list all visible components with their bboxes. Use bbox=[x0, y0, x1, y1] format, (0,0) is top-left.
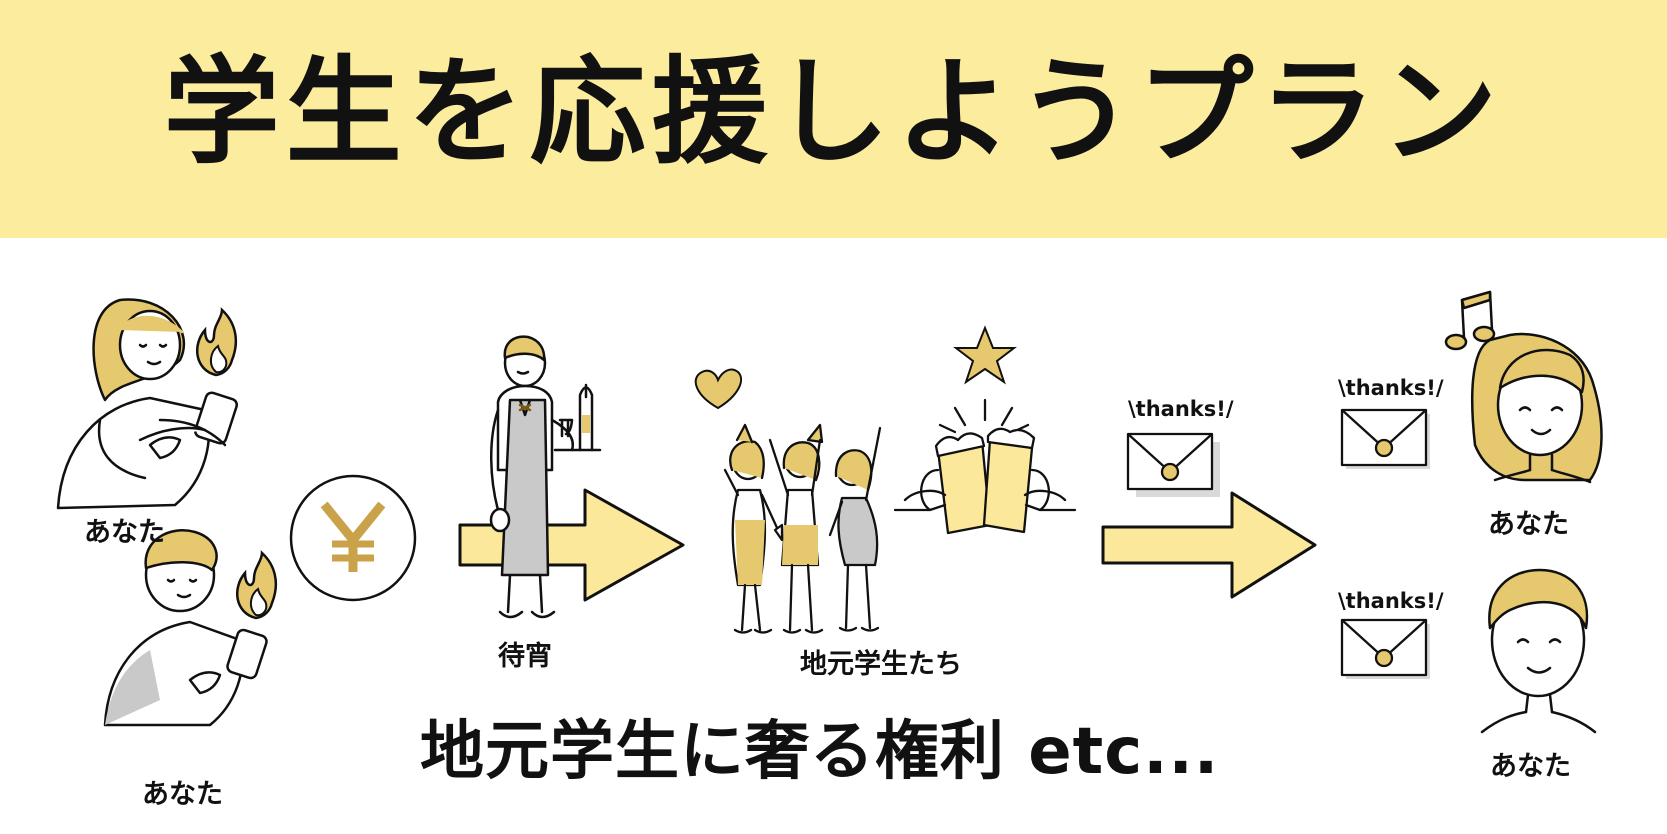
flame-icon bbox=[196, 307, 238, 377]
flow-arrow bbox=[1101, 491, 1317, 599]
yen-coin-icon bbox=[289, 474, 417, 602]
banner-title: 学生を応援しようプラン bbox=[163, 45, 1504, 180]
label-waiter: 待宵 bbox=[498, 641, 552, 672]
woman-with-phone-illustration bbox=[56, 298, 239, 510]
title-banner bbox=[0, 0, 1667, 238]
label-you-bottom-right: あなた bbox=[1490, 751, 1571, 782]
man-portrait-illustration bbox=[1480, 568, 1597, 734]
music-note-icon bbox=[1444, 290, 1496, 351]
students-dancing-illustration bbox=[723, 423, 882, 634]
flame-icon bbox=[236, 550, 278, 620]
thanks-text-center: \thanks!/ bbox=[1128, 397, 1234, 421]
envelope-icon bbox=[1126, 432, 1220, 497]
flow-arrow bbox=[458, 488, 685, 602]
label-students: 地元学生たち bbox=[800, 649, 962, 680]
thanks-text-right-top: \thanks!/ bbox=[1338, 376, 1444, 400]
man-with-phone-illustration bbox=[103, 529, 268, 727]
label-you-top-right: あなた bbox=[1488, 509, 1569, 540]
woman-portrait-illustration bbox=[1471, 332, 1603, 484]
waiter-illustration bbox=[489, 335, 602, 619]
label-you-top-left: あなた bbox=[84, 517, 165, 548]
bottom-caption: 地元学生に奢る権利 etc... bbox=[420, 715, 1220, 789]
heart-icon bbox=[694, 368, 743, 410]
envelope-icon bbox=[1340, 408, 1430, 469]
star-icon bbox=[953, 325, 1017, 385]
thanks-text-right-bottom: \thanks!/ bbox=[1338, 589, 1444, 613]
envelope-icon bbox=[1340, 618, 1430, 679]
label-you-bottom-left: あなた bbox=[142, 779, 223, 810]
beer-toast-illustration bbox=[893, 398, 1077, 535]
